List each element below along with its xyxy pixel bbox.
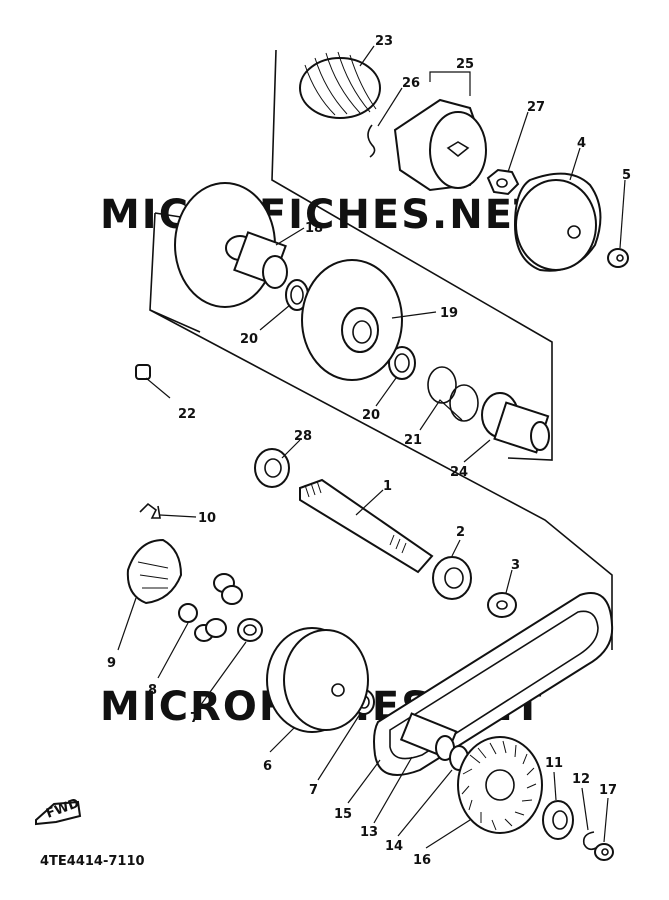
callout-27: 27 [527, 100, 545, 115]
circlip-icon [582, 831, 597, 851]
callout-22: 22 [178, 407, 196, 422]
callout-20-lower: 20 [362, 408, 380, 423]
oil-seal-icon [388, 346, 416, 380]
fan-impeller-icon [457, 736, 543, 834]
callout-labels: 23 25 26 27 4 5 18 19 20 20 21 22 24 28 … [107, 34, 631, 868]
callout-20-upper: 20 [240, 332, 258, 347]
o-ring-icon [427, 366, 457, 404]
primary-shaft-icon [299, 478, 434, 574]
pin-icon [367, 124, 376, 158]
callout-12: 12 [572, 772, 590, 787]
callout-16: 16 [413, 853, 431, 868]
callout-5: 5 [622, 168, 631, 183]
callout-14: 14 [385, 839, 403, 854]
cam-plate-icon [126, 538, 183, 605]
bearing-icon [542, 800, 574, 840]
nut-icon [594, 843, 614, 861]
secondary-sheave-icon [301, 259, 403, 381]
collar-icon [481, 392, 550, 454]
callout-24: 24 [450, 465, 468, 480]
callout-28: 28 [294, 429, 312, 444]
spring-icon [299, 51, 381, 119]
callout-26: 26 [402, 76, 420, 91]
drive-pulley-icon [266, 627, 369, 733]
bearing-icon [432, 556, 472, 600]
roller-weight-icon [178, 573, 243, 642]
nut-icon [607, 248, 629, 268]
callout-4: 4 [577, 136, 586, 151]
callout-2: 2 [456, 525, 465, 540]
callout-10: 10 [198, 511, 216, 526]
o-ring-icon [449, 384, 479, 422]
callout-11: 11 [545, 756, 563, 771]
callout-15: 15 [334, 807, 352, 822]
callout-3: 3 [511, 558, 520, 573]
sliding-sheave-icon [174, 182, 288, 308]
watermark-top: MICROFICHES.NET [100, 192, 543, 238]
callout-23: 23 [375, 34, 393, 49]
callout-7-left: 7 [190, 711, 199, 726]
callout-21: 21 [404, 433, 422, 448]
callout-7-right: 7 [309, 783, 318, 798]
torque-cam-icon [393, 98, 487, 192]
callout-9: 9 [107, 656, 116, 671]
bearing-icon [254, 448, 290, 488]
lower-group-bracket [149, 309, 613, 650]
diagram-code: 4TE4414-7110 [40, 854, 145, 869]
spacer-icon [237, 618, 263, 642]
clip-icon [139, 502, 161, 519]
guide-pin-icon [135, 364, 151, 380]
nut-icon [486, 168, 520, 196]
callout-25: 25 [456, 57, 474, 72]
leader-lines [117, 45, 626, 849]
callout-13: 13 [360, 825, 378, 840]
clutch-housing-icon [513, 172, 602, 272]
callout-8: 8 [148, 683, 157, 698]
callout-19: 19 [440, 306, 458, 321]
forward-arrow-icon: FWD [35, 796, 82, 826]
callout-1: 1 [383, 479, 392, 494]
callout-18: 18 [305, 221, 323, 236]
callout-17: 17 [599, 783, 617, 798]
washer-icon [487, 592, 517, 618]
callout-6: 6 [263, 759, 272, 774]
